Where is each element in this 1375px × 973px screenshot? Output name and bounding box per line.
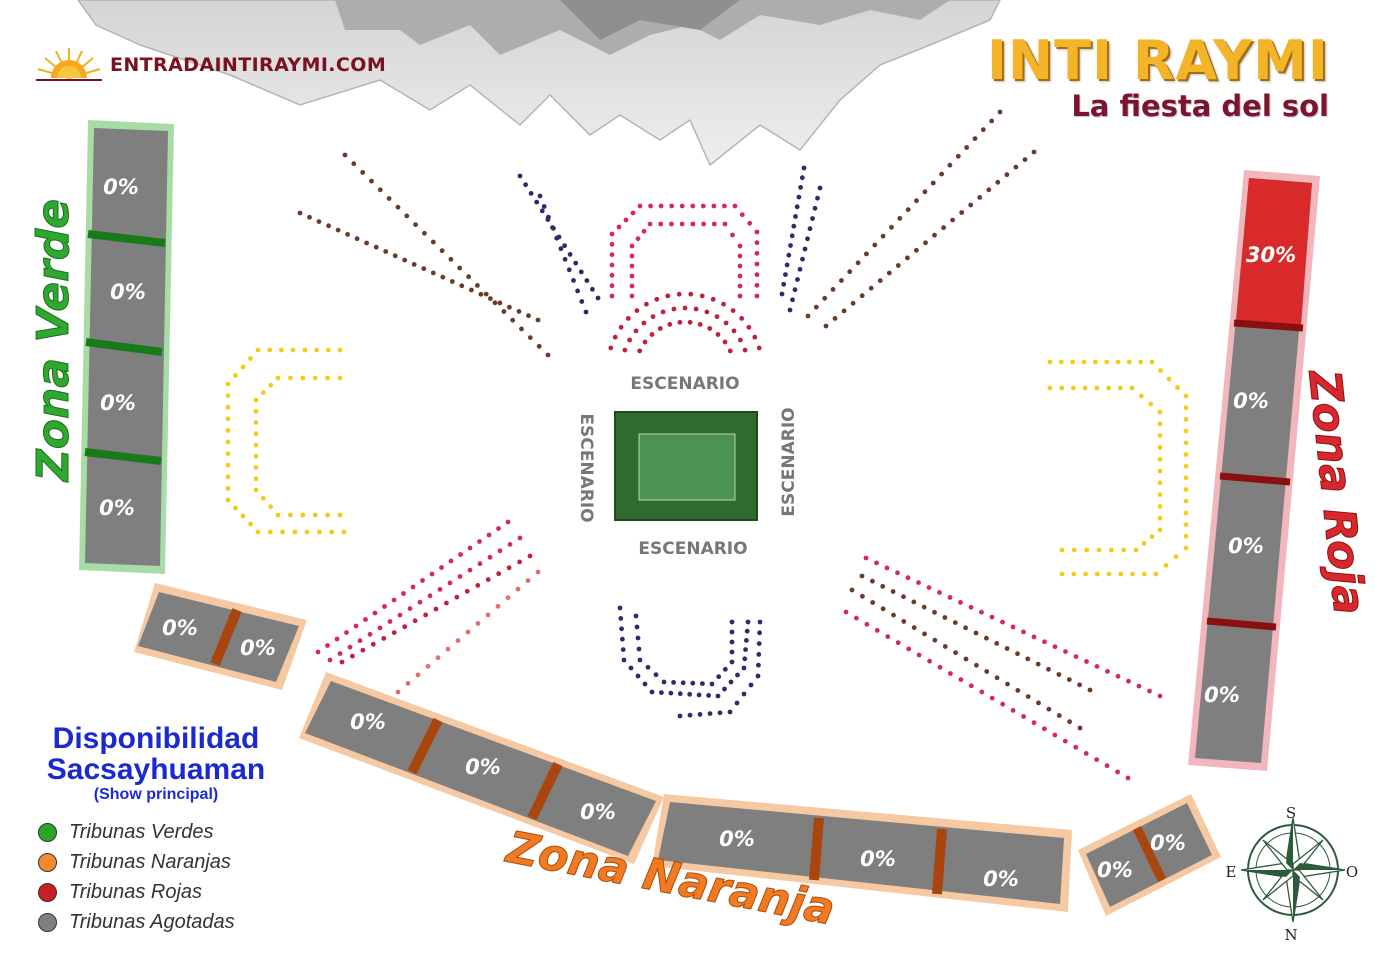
zona-naranja-g2-section-2[interactable]: 0%: [465, 755, 501, 779]
zona-naranja-g4-section-1[interactable]: 0%: [1097, 858, 1133, 882]
compass-right-letter: O: [1346, 863, 1358, 881]
zona-roja-section-3[interactable]: 0%: [1228, 534, 1264, 558]
audience-dot-rows: [225, 109, 1189, 781]
event-title: INTI RAYMI: [986, 29, 1329, 92]
legend-venue: Sacsayhuaman: [46, 752, 266, 786]
zona-roja-stand: [1188, 170, 1320, 771]
compass-rose: [1240, 817, 1346, 923]
zona-roja-label: Zona Roja: [1298, 366, 1375, 617]
zona-roja-section-4[interactable]: 0%: [1204, 683, 1240, 707]
zona-naranja-g2-section-3[interactable]: 0%: [580, 800, 616, 824]
event-subtitle: La fiesta del sol: [1071, 89, 1329, 123]
compass-bottom-letter: N: [1284, 926, 1297, 944]
legend-label: Tribunas Agotadas: [69, 910, 235, 933]
zona-naranja-g1-section-2[interactable]: 0%: [240, 636, 276, 660]
compass-top-letter: S: [1286, 804, 1296, 822]
zona-naranja-stand-4: [1078, 794, 1221, 916]
legend-title: Disponibilidad: [52, 722, 260, 755]
legend-list: Tribunas Verdes Tribunas Naranjas Tribun…: [18, 817, 294, 937]
zona-naranja-stand-1: [134, 583, 307, 690]
legend-item-verdes: Tribunas Verdes: [38, 817, 294, 847]
zona-roja-section-1[interactable]: 30%: [1246, 243, 1296, 267]
zona-roja-section-2[interactable]: 0%: [1233, 389, 1269, 413]
green-dot-icon: [38, 822, 57, 842]
zona-verde-section-4[interactable]: 0%: [99, 496, 135, 520]
stage: [614, 411, 758, 521]
zona-verde-stand: [79, 120, 174, 574]
legend-item-rojas: Tribunas Rojas: [38, 877, 294, 907]
orange-dot-icon: [38, 852, 57, 872]
zona-naranja-g2-section-1[interactable]: 0%: [350, 710, 386, 734]
mountain-backdrop: [77, 0, 1001, 167]
stage-label-top: ESCENARIO: [630, 374, 739, 394]
compass-left-letter: E: [1226, 863, 1237, 881]
zona-naranja-g4-section-2[interactable]: 0%: [1150, 831, 1186, 855]
zona-verde-section-2[interactable]: 0%: [110, 280, 146, 304]
zona-naranja-g3-section-2[interactable]: 0%: [860, 847, 896, 871]
zona-naranja-g3-section-3[interactable]: 0%: [983, 867, 1019, 891]
legend-show: (Show principal): [93, 785, 219, 803]
brand-logo[interactable]: ENTRADAINTIRAYMI.COM: [34, 44, 386, 86]
stage-label-bottom: ESCENARIO: [638, 539, 747, 559]
legend-item-agotadas: Tribunas Agotadas: [38, 907, 294, 937]
legend-label: Tribunas Verdes: [69, 820, 214, 843]
zona-verde-section-1[interactable]: 0%: [103, 175, 139, 199]
zona-naranja-stand-3: [652, 794, 1072, 912]
zona-naranja-g3-section-1[interactable]: 0%: [719, 827, 755, 851]
availability-legend: Disponibilidad Sacsayhuaman (Show princi…: [18, 722, 294, 937]
zona-naranja-g1-section-1[interactable]: 0%: [162, 616, 198, 640]
sun-logo-icon: [36, 48, 102, 81]
red-dot-icon: [38, 882, 57, 902]
stage-label-left: ESCENARIO: [576, 413, 596, 522]
legend-item-naranjas: Tribunas Naranjas: [38, 847, 294, 877]
legend-label: Tribunas Rojas: [69, 880, 203, 903]
zona-verde-section-3[interactable]: 0%: [100, 391, 136, 415]
legend-label: Tribunas Naranjas: [69, 850, 231, 873]
gray-dot-icon: [38, 912, 57, 932]
zona-verde-label: Zona Verde: [28, 199, 79, 483]
stage-label-right: ESCENARIO: [779, 407, 799, 516]
event-title-block: INTI RAYMI La fiesta del sol: [987, 34, 1329, 123]
zona-naranja-stand-2: [299, 672, 664, 864]
brand-site-name[interactable]: ENTRADAINTIRAYMI.COM: [110, 54, 387, 76]
